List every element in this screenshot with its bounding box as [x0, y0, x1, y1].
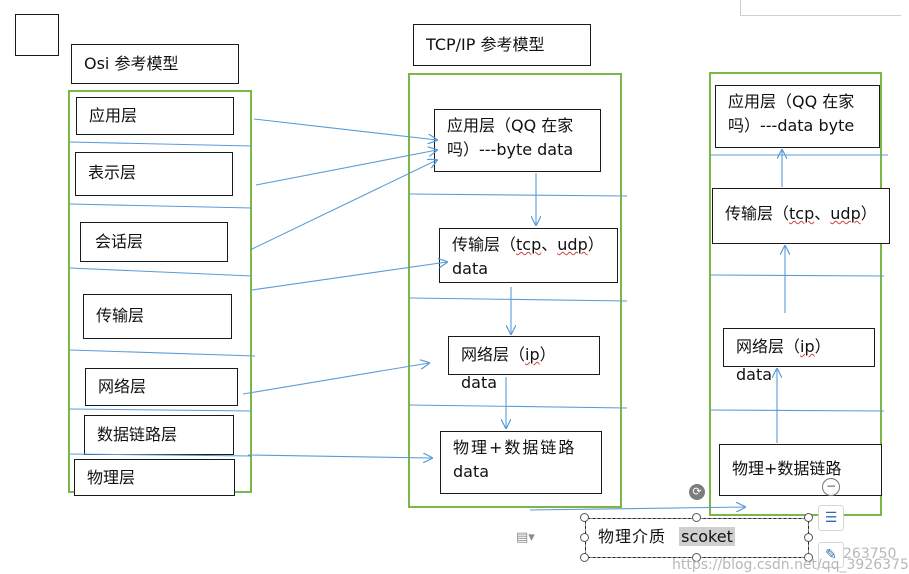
- pen-edit-icon[interactable]: ✎: [818, 542, 844, 568]
- osi-layer-label: 物理层: [87, 468, 136, 487]
- osi-divider: [69, 408, 253, 412]
- page-edge-top: [740, 0, 741, 16]
- osi-layer-network: 网络层: [85, 368, 238, 406]
- osi-title-text: Osi 参考模型: [84, 54, 179, 73]
- osi-layer-datalink: 数据链路层: [84, 415, 234, 455]
- osi-layer-label: 表示层: [88, 163, 137, 182]
- resize-handle-br[interactable]: [804, 553, 813, 562]
- tcpip-layer-line: 物理+数据链路: [453, 438, 577, 457]
- osi-layer-label: 会话层: [95, 232, 144, 251]
- tcpip-container: [408, 73, 622, 508]
- right-layer-line: 吗）---data byte: [728, 116, 855, 135]
- right-divider: [710, 409, 885, 412]
- tcpip-title: TCP/IP 参考模型: [413, 24, 591, 66]
- layout-options-icon[interactable]: ☰: [818, 505, 844, 531]
- osi-divider: [69, 267, 253, 277]
- blank-square-icon: [15, 14, 59, 56]
- tcpip-title-text: TCP/IP 参考模型: [426, 35, 545, 54]
- right-layer-physical-datalink: 物理+数据链路: [719, 444, 882, 496]
- right-layer-application: 应用层（QQ 在家 吗）---data byte: [715, 85, 880, 148]
- physical-medium-label: 物理介质: [598, 527, 667, 546]
- tcpip-layer-line: 传输层（tcp、udp）: [452, 235, 604, 254]
- osi-layer-label: 传输层: [96, 306, 145, 325]
- resize-handle-tl[interactable]: [580, 513, 589, 522]
- map-arrow: [251, 262, 447, 291]
- map-arrow: [255, 150, 437, 186]
- right-layer-line: 物理+数据链路: [732, 459, 842, 478]
- tcpip-layer-line: data: [452, 259, 489, 278]
- map-arrow: [242, 363, 429, 395]
- tcpip-layer-line: data: [453, 462, 490, 481]
- osi-layer-label: 应用层: [89, 106, 138, 125]
- osi-divider: [69, 141, 253, 147]
- osi-divider: [69, 349, 256, 357]
- osi-layer-application: 应用层: [76, 97, 234, 135]
- osi-layer-label: 网络层: [98, 377, 147, 396]
- map-arrow: [249, 160, 437, 251]
- physical-medium-highlight: scoket: [679, 527, 735, 546]
- osi-title: Osi 参考模型: [71, 44, 239, 84]
- tcpip-layer-transport: 传输层（tcp、udp） data: [439, 228, 618, 283]
- right-container: [709, 72, 882, 516]
- osi-layer-presentation: 表示层: [75, 152, 233, 196]
- right-layer-line: 传输层（tcp、udp）: [725, 204, 877, 223]
- map-arrow: [247, 455, 432, 458]
- tcpip-divider: [409, 297, 628, 302]
- tcpip-layer-line: 应用层（QQ 在家: [447, 116, 574, 135]
- right-layer-transport: 传输层（tcp、udp）: [712, 188, 890, 244]
- osi-layer-physical: 物理层: [74, 459, 235, 496]
- tcpip-layer-line: 网络层（ip）data: [461, 345, 556, 392]
- tcpip-divider: [409, 193, 628, 197]
- watermark-number: 263750: [843, 546, 897, 562]
- resize-handle-mr[interactable]: [804, 533, 813, 542]
- tcpip-layer-physical-datalink: 物理+数据链路 data: [440, 431, 602, 494]
- paste-options-icon[interactable]: ▤▾: [516, 530, 535, 545]
- right-layer-line: 网络层（ip）data: [736, 337, 831, 384]
- osi-layer-session: 会话层: [80, 222, 228, 262]
- page-edge-top-h: [740, 15, 901, 16]
- resize-handle-tr[interactable]: [804, 513, 813, 522]
- watermark-url: https://blog.csdn.net/qq_3926375: [672, 557, 909, 573]
- right-divider: [710, 274, 885, 277]
- tcpip-divider: [409, 404, 628, 409]
- osi-divider: [69, 453, 253, 457]
- osi-layer-label: 数据链路层: [97, 425, 178, 444]
- resize-handle-tc[interactable]: [692, 513, 701, 522]
- resize-handle-bc[interactable]: [692, 553, 701, 562]
- tcpip-layer-line: 吗）---byte data: [447, 140, 574, 159]
- osi-layer-transport: 传输层: [83, 294, 232, 339]
- right-layer-line: 应用层（QQ 在家: [728, 92, 855, 111]
- medium-arrow: [529, 507, 745, 510]
- map-arrow: [253, 118, 437, 140]
- resize-handle-ml[interactable]: [580, 533, 589, 542]
- tcpip-layer-network: 网络层（ip）data: [448, 336, 600, 392]
- collapse-circle-icon[interactable]: −: [822, 478, 840, 496]
- resize-handle-bl[interactable]: [580, 553, 589, 562]
- osi-divider: [69, 203, 253, 209]
- rotate-handle-icon[interactable]: ⟳: [689, 484, 705, 500]
- tcpip-layer-application: 应用层（QQ 在家 吗）---byte data: [434, 109, 601, 172]
- right-layer-network: 网络层（ip）data: [723, 328, 875, 384]
